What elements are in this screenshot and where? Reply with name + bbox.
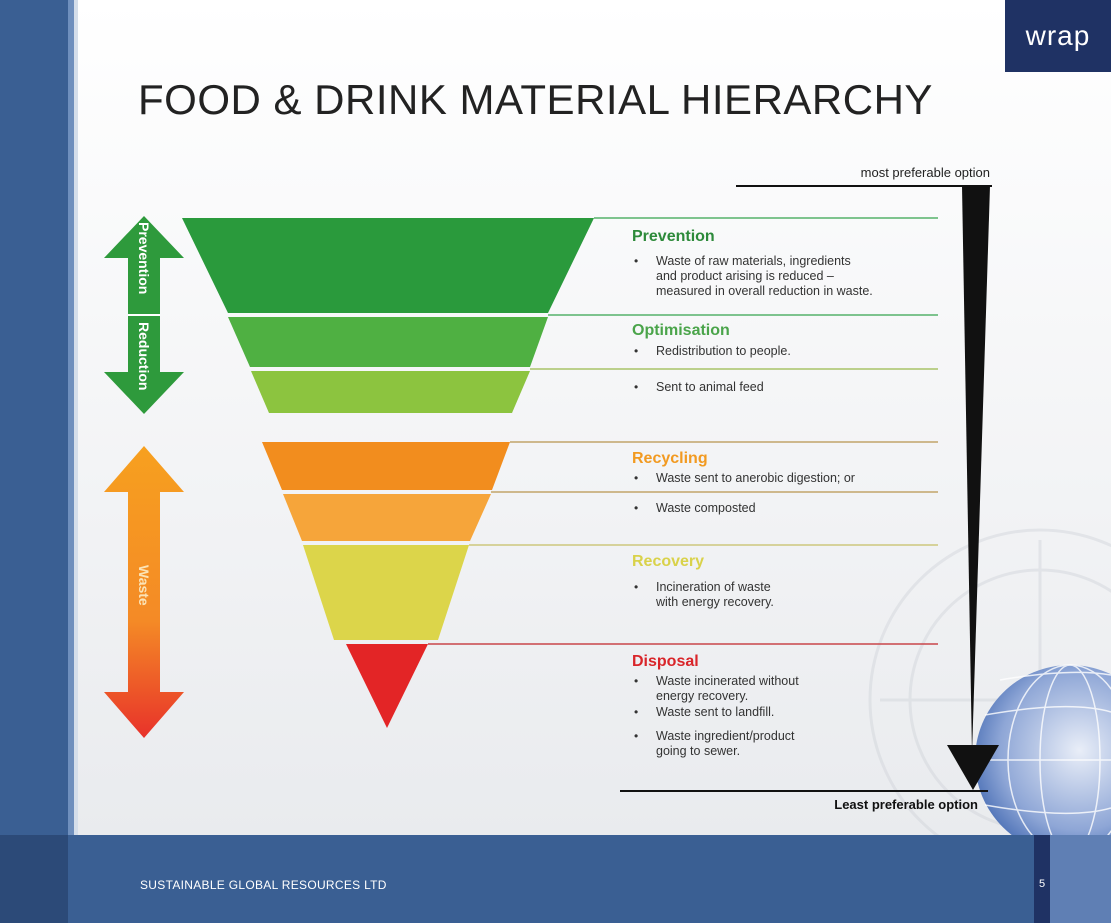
level-heading: Optimisation <box>632 322 730 339</box>
footer-left-block <box>0 835 68 923</box>
slide-canvas: wrap FOOD & DRINK MATERIAL HIERARCHY <box>78 0 1111 835</box>
bullet-icon: • <box>634 254 638 268</box>
footer-right-block <box>1050 835 1111 923</box>
left-decor-stripe <box>68 0 74 923</box>
waste-arrow-label: Waste <box>136 565 152 606</box>
bullet-icon: • <box>634 705 638 719</box>
wrap-logo: wrap <box>1005 0 1111 72</box>
bullet-icon: • <box>634 501 638 515</box>
disposal-bullet3-line2: going to sewer. <box>656 744 740 758</box>
bullet-icon: • <box>634 674 638 688</box>
level-heading: Recycling <box>632 450 708 467</box>
left-decor-thin-stripe <box>74 0 78 923</box>
tier-separator-lines <box>428 217 938 645</box>
level-recycling: Recycling • Waste sent to anerobic diges… <box>632 450 855 515</box>
bullet-text: Redistribution to people. <box>656 344 791 358</box>
recovery-bullet-line1: Incineration of waste <box>656 580 771 594</box>
level-heading: Recovery <box>632 553 704 570</box>
bullet-text: Waste sent to anerobic digestion; or <box>656 471 855 485</box>
hierarchy-diagram: Prevention Reduction Waste most preferab… <box>104 165 1111 835</box>
footer-company: SUSTAINABLE GLOBAL RESOURCES LTD <box>140 878 387 892</box>
level-optimisation: Optimisation • Redistribution to people.… <box>632 322 791 394</box>
bullet-icon: • <box>634 380 638 394</box>
level-heading: Disposal <box>632 653 699 670</box>
level-heading: Prevention <box>632 228 715 245</box>
page-number: 5 <box>1038 878 1046 890</box>
level-prevention: Prevention • Waste of raw materials, ing… <box>632 228 873 298</box>
prevention-bullet-line3: measured in overall reduction in waste. <box>656 284 873 298</box>
disposal-bullet1-line2: energy recovery. <box>656 689 748 703</box>
bullet-icon: • <box>634 729 638 743</box>
globe-icon <box>975 664 1111 835</box>
pyramid-reduction <box>182 218 594 413</box>
bullet-icon: • <box>634 471 638 485</box>
bullet-text: Waste composted <box>656 501 756 515</box>
prevention-bullet-line2: and product arising is reduced – <box>656 269 834 283</box>
bullet-text: Waste sent to landfill. <box>656 705 774 719</box>
most-preferable-label: most preferable option <box>861 165 990 180</box>
left-decor-bar <box>0 0 68 923</box>
waste-arrow <box>104 446 184 738</box>
preference-arrow <box>620 185 999 792</box>
footer-bar <box>0 835 1111 923</box>
level-recovery: Recovery • Incineration of waste with en… <box>632 553 774 609</box>
least-preferable-label: Least preferable option <box>834 797 978 812</box>
prevention-arrow-label: Prevention <box>136 222 152 294</box>
prevention-reduction-arrow <box>104 216 184 414</box>
pyramid-waste <box>262 442 510 728</box>
bullet-icon: • <box>634 344 638 358</box>
bullet-text: Sent to animal feed <box>656 380 764 394</box>
disposal-bullet1-line1: Waste incinerated without <box>656 674 799 688</box>
level-disposal: Disposal • Waste incinerated without ene… <box>632 653 799 758</box>
reduction-arrow-label: Reduction <box>136 322 152 390</box>
bullet-icon: • <box>634 580 638 594</box>
slide-title: FOOD & DRINK MATERIAL HIERARCHY <box>138 76 933 123</box>
prevention-bullet-line1: Waste of raw materials, ingredients <box>656 254 851 268</box>
footer-page-box <box>1034 835 1050 923</box>
disposal-bullet3-line1: Waste ingredient/product <box>656 729 795 743</box>
recovery-bullet-line2: with energy recovery. <box>655 595 774 609</box>
